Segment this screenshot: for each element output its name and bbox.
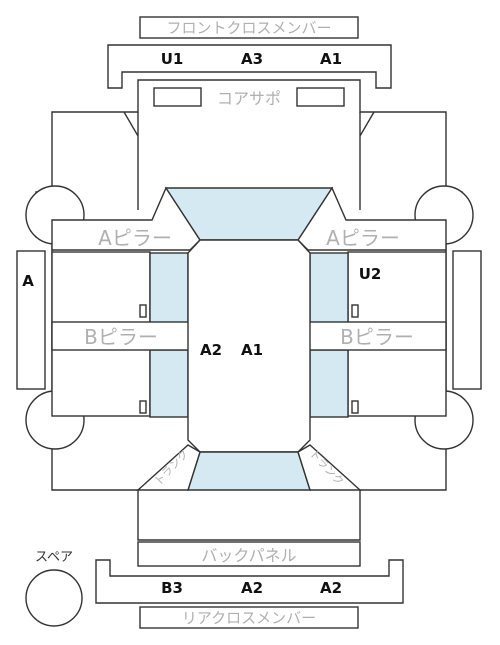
fender-corner-right [359, 111, 375, 137]
back-panel-label: バックパネル [201, 546, 296, 565]
b-pillar-left [51, 321, 191, 351]
grade-roof-right: A1 [241, 341, 263, 359]
rear-bracket [95, 559, 404, 604]
grade-left-side: A [22, 272, 34, 290]
rear-cross-member-label: リアクロスメンバー [182, 609, 316, 627]
right-side-panel [452, 250, 482, 390]
front-bracket [107, 44, 392, 89]
core-support: コアサポ [153, 87, 345, 108]
core-support-left-slot [153, 87, 202, 107]
front-cross-member-label: フロントクロスメンバー [166, 19, 331, 37]
grade-right-side: U2 [359, 265, 382, 283]
front-cross-member-box [139, 16, 359, 39]
core-support-label: コアサポ [217, 89, 281, 108]
spare-tire [25, 569, 83, 627]
a-pillar-left-label: Aピラー [98, 226, 172, 250]
b-pillar-right [307, 321, 447, 351]
left-rear-window [149, 349, 189, 418]
rear-cross-member-box [139, 606, 359, 629]
rear-cross-member: リアクロスメンバー [139, 606, 359, 629]
right-front-window [309, 252, 349, 324]
fender-corner-left [123, 111, 139, 137]
core-support-right-slot [296, 87, 345, 107]
left-front-door-handle [139, 304, 147, 318]
right-rear-window [309, 349, 349, 418]
left-rear-door-handle [139, 400, 147, 414]
trunk-right-panel [297, 444, 362, 491]
spare-label: スペア [35, 550, 73, 565]
grade-rear-center: A2 [241, 579, 263, 597]
b-pillar-left-label: Bピラー [84, 325, 158, 349]
front-cross-member: フロントクロスメンバー [139, 16, 359, 39]
grade-roof-left: A2 [200, 341, 222, 359]
grade-front-right: A1 [320, 50, 342, 68]
a-pillar-right-label: Aピラー [326, 226, 400, 250]
rear-window [187, 451, 311, 491]
grade-rear-right: A2 [320, 579, 342, 597]
grade-rear-left: B3 [161, 579, 183, 597]
left-side-panel [16, 250, 46, 390]
b-pillar-right-label: Bピラー [340, 325, 414, 349]
right-rear-door-handle [351, 400, 359, 414]
grade-front-center: A3 [241, 50, 263, 68]
trunk-left-panel [136, 444, 201, 491]
right-front-door-handle [351, 304, 359, 318]
grade-front-left: U1 [161, 50, 184, 68]
left-front-window [149, 252, 189, 324]
back-panel [137, 541, 361, 567]
